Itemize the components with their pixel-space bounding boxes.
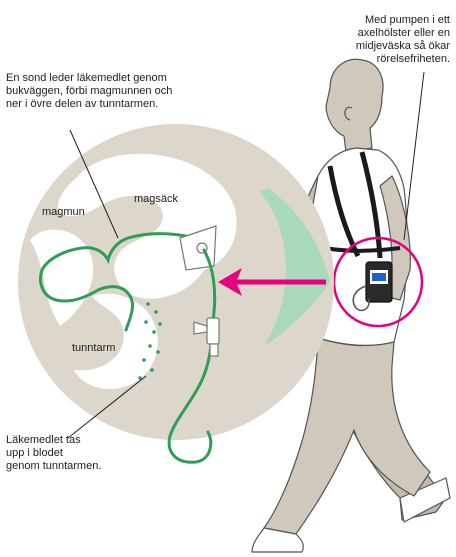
cardia-label: magmun bbox=[42, 206, 85, 219]
pump-note: Med pumpen i ett axelhölster eller en mi… bbox=[300, 14, 450, 66]
absorption-note: Läkemedlet tas upp i blodet genom tunnta… bbox=[6, 434, 146, 473]
anatomy-detail bbox=[18, 124, 334, 462]
stomach-label: magsäck bbox=[134, 193, 178, 206]
tube-note: En sond leder läkemedlet genom bukväggen… bbox=[6, 72, 226, 111]
small-intestine-label: tunntarm bbox=[72, 342, 115, 355]
